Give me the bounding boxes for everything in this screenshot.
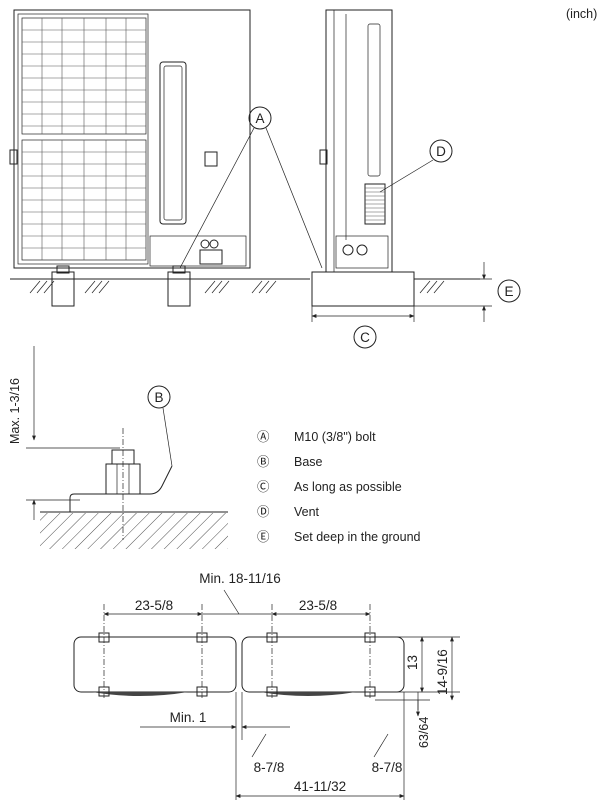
depth-13-label: 13 [405,655,420,670]
legend-item-b: Ⓑ Base [257,455,323,469]
plan-view: Min. 18-11/16 23-5/8 23-5/8 13 [73,571,460,800]
foot-right-label: 8-7/8 [372,760,403,775]
callout-d-letter: D [436,144,446,159]
bolt-pitch-left: 23-5/8 [135,598,173,613]
bolt-detail: Max. 1-3/16 [8,346,228,549]
depth-total-label: 14-9/16 [435,649,450,695]
legend-symbol: Ⓒ [257,480,270,494]
legend-symbol: Ⓓ [257,505,270,519]
overall-length-label: 41-11/32 [294,779,346,794]
legend: Ⓐ M10 (3/8") bolt Ⓑ Base Ⓒ As long as po… [257,430,421,544]
legend-item-d: Ⓓ Vent [257,505,320,519]
legend-item-e: Ⓔ Set deep in the ground [257,530,421,544]
ground-hatch-front [29,280,230,294]
dimension-e: E [414,262,521,322]
offset-small-label: 63/64 [417,717,431,748]
callout-b: B [147,385,173,467]
min-gap-label: Min. 1 [170,710,207,725]
legend-symbol: Ⓑ [257,455,270,469]
front-view-unit [9,9,290,307]
legend-symbol: Ⓔ [257,530,270,544]
bolt-pitch-right: 23-5/8 [299,598,337,613]
min-spacing-label: Min. 18-11/16 [199,571,281,586]
callout-c-letter: C [360,330,370,345]
legend-text: M10 (3/8") bolt [294,430,376,444]
side-view-unit [230,9,480,307]
legend-text: Base [294,455,323,469]
callout-a: A [179,106,323,269]
legend-text: Set deep in the ground [294,530,421,544]
legend-item-a: Ⓐ M10 (3/8") bolt [257,430,376,444]
max-height-label: Max. 1-3/16 [8,378,22,444]
foot-left-label: 8-7/8 [254,760,285,775]
callout-b-letter: B [154,390,163,405]
callout-e-letter: E [504,284,513,299]
legend-text: As long as possible [294,480,402,494]
callout-d: D [379,139,453,193]
legend-text: Vent [294,505,320,519]
dimension-c: C [311,306,415,349]
callout-a-letter: A [255,111,264,126]
legend-symbol: Ⓐ [257,430,270,444]
unit-note: (inch) [566,7,597,21]
legend-item-c: Ⓒ As long as possible [257,480,402,494]
